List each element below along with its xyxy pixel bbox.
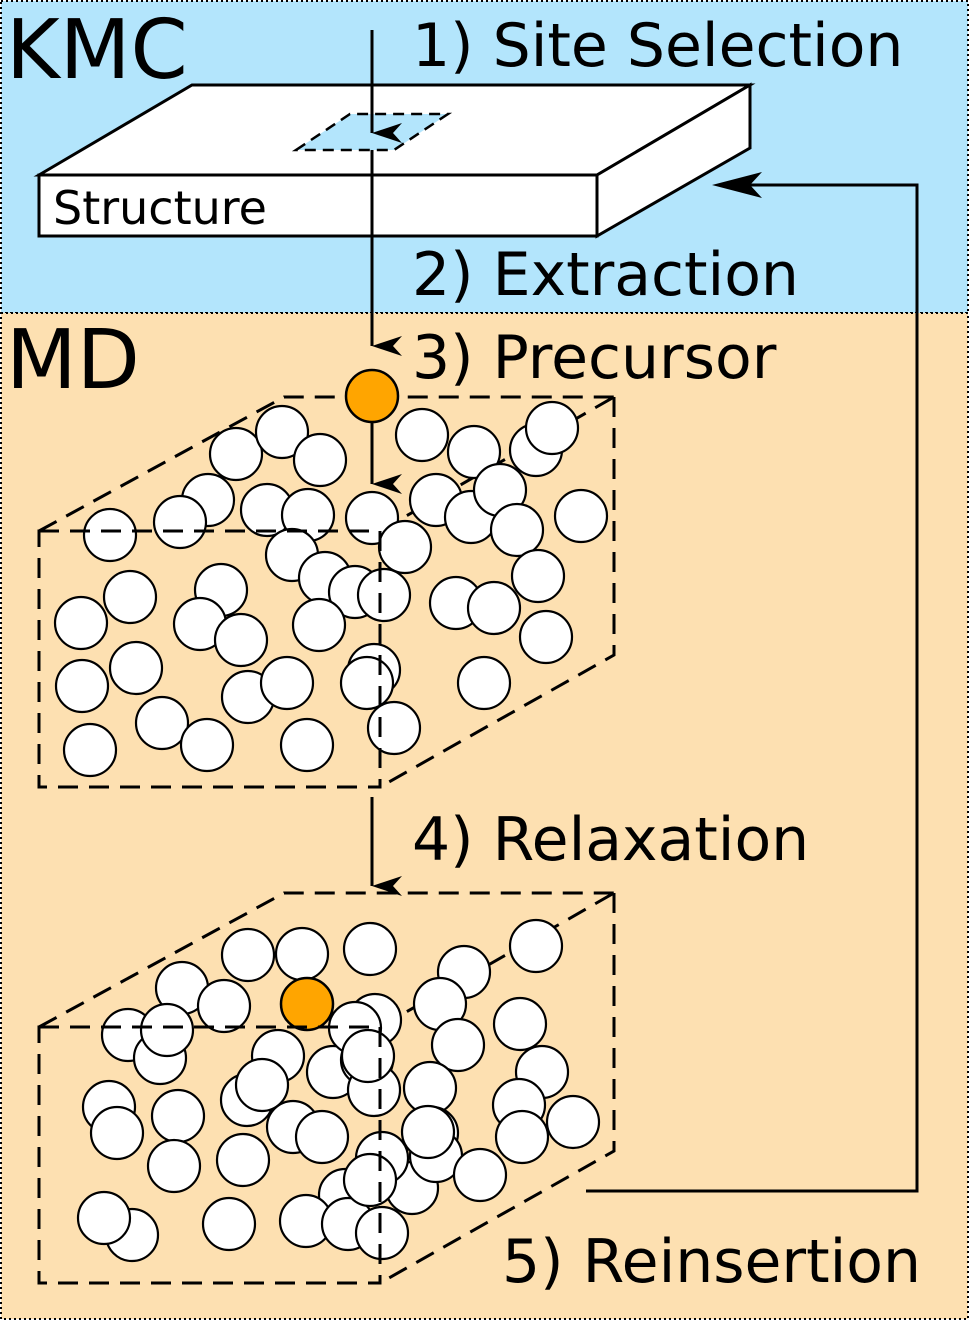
md-cell-before-relaxation [37,368,616,789]
substrate-atom [139,1002,195,1058]
substrate-atom [150,1088,206,1144]
substrate-atom [76,1190,132,1246]
substrate-atom [377,519,433,575]
substrate-atom [234,1057,290,1113]
atom-cluster [53,400,609,778]
substrate-atom [354,1205,410,1261]
atom-cluster [76,918,601,1263]
substrate-atom [339,655,395,711]
structure-label: Structure [53,181,267,235]
relaxed-precursor-atom [279,976,335,1032]
substrate-atom [400,1104,456,1160]
substrate-atom [134,695,190,751]
substrate-atom [342,921,398,977]
precursor-atom [344,368,400,424]
substrate-atom [279,717,335,773]
substrate-atom [213,612,269,668]
step-1-label: 1) Site Selection [412,11,903,81]
substrate-atom [208,426,264,482]
step-5-label: 5) Reinsertion [502,1227,921,1297]
substrate-atom [201,1196,257,1252]
substrate-atom [356,567,412,623]
substrate-atom [489,502,545,558]
substrate-atom [53,595,109,651]
substrate-atom [456,655,512,711]
substrate-atom [179,717,235,773]
substrate-atom [508,918,564,974]
substrate-atom [292,432,348,488]
substrate-atom [524,400,580,456]
substrate-atom [446,424,502,480]
substrate-atom [394,407,450,463]
substrate-atom [291,597,347,653]
substrate-atom [62,722,118,778]
step-2-label: 2) Extraction [412,240,799,310]
substrate-atom [102,569,158,625]
kmc-section-label: KMC [6,3,188,98]
substrate-atom [294,1109,350,1165]
md-section-label: MD [6,313,140,408]
substrate-atom [259,655,315,711]
substrate-atom [146,1138,202,1194]
substrate-atom [340,1028,396,1084]
substrate-atom [82,507,138,563]
substrate-atom [466,580,522,636]
reinsertion-arrowhead [712,172,762,198]
substrate-atom [492,996,548,1052]
substrate-atom [342,1152,398,1208]
substrate-atom [553,488,609,544]
substrate-atom [152,494,208,550]
substrate-atom [366,700,422,756]
substrate-atom [220,927,276,983]
substrate-atom [108,640,164,696]
substrate-atom [89,1105,145,1161]
md-cell-after-relaxation [37,891,616,1285]
substrate-atom [452,1147,508,1203]
substrate-atom [196,978,252,1034]
substrate-atom [518,609,574,665]
md-cell-front-face [37,1025,382,1285]
substrate-atom [510,548,566,604]
step-3-label: 3) Precursor [412,323,777,393]
substrate-atom [545,1094,601,1150]
substrate-atom [274,926,330,982]
structure-slab: Structure [33,82,756,239]
substrate-atom [54,658,110,714]
step-4-label: 4) Relaxation [412,805,809,875]
md-cell-front-face [37,529,382,789]
reinsertion-arrow [586,183,919,1193]
substrate-atom [494,1109,550,1165]
slab-side-face [595,82,752,239]
substrate-atom [254,404,310,460]
substrate-atom [430,1017,486,1073]
substrate-atom [215,1132,271,1188]
